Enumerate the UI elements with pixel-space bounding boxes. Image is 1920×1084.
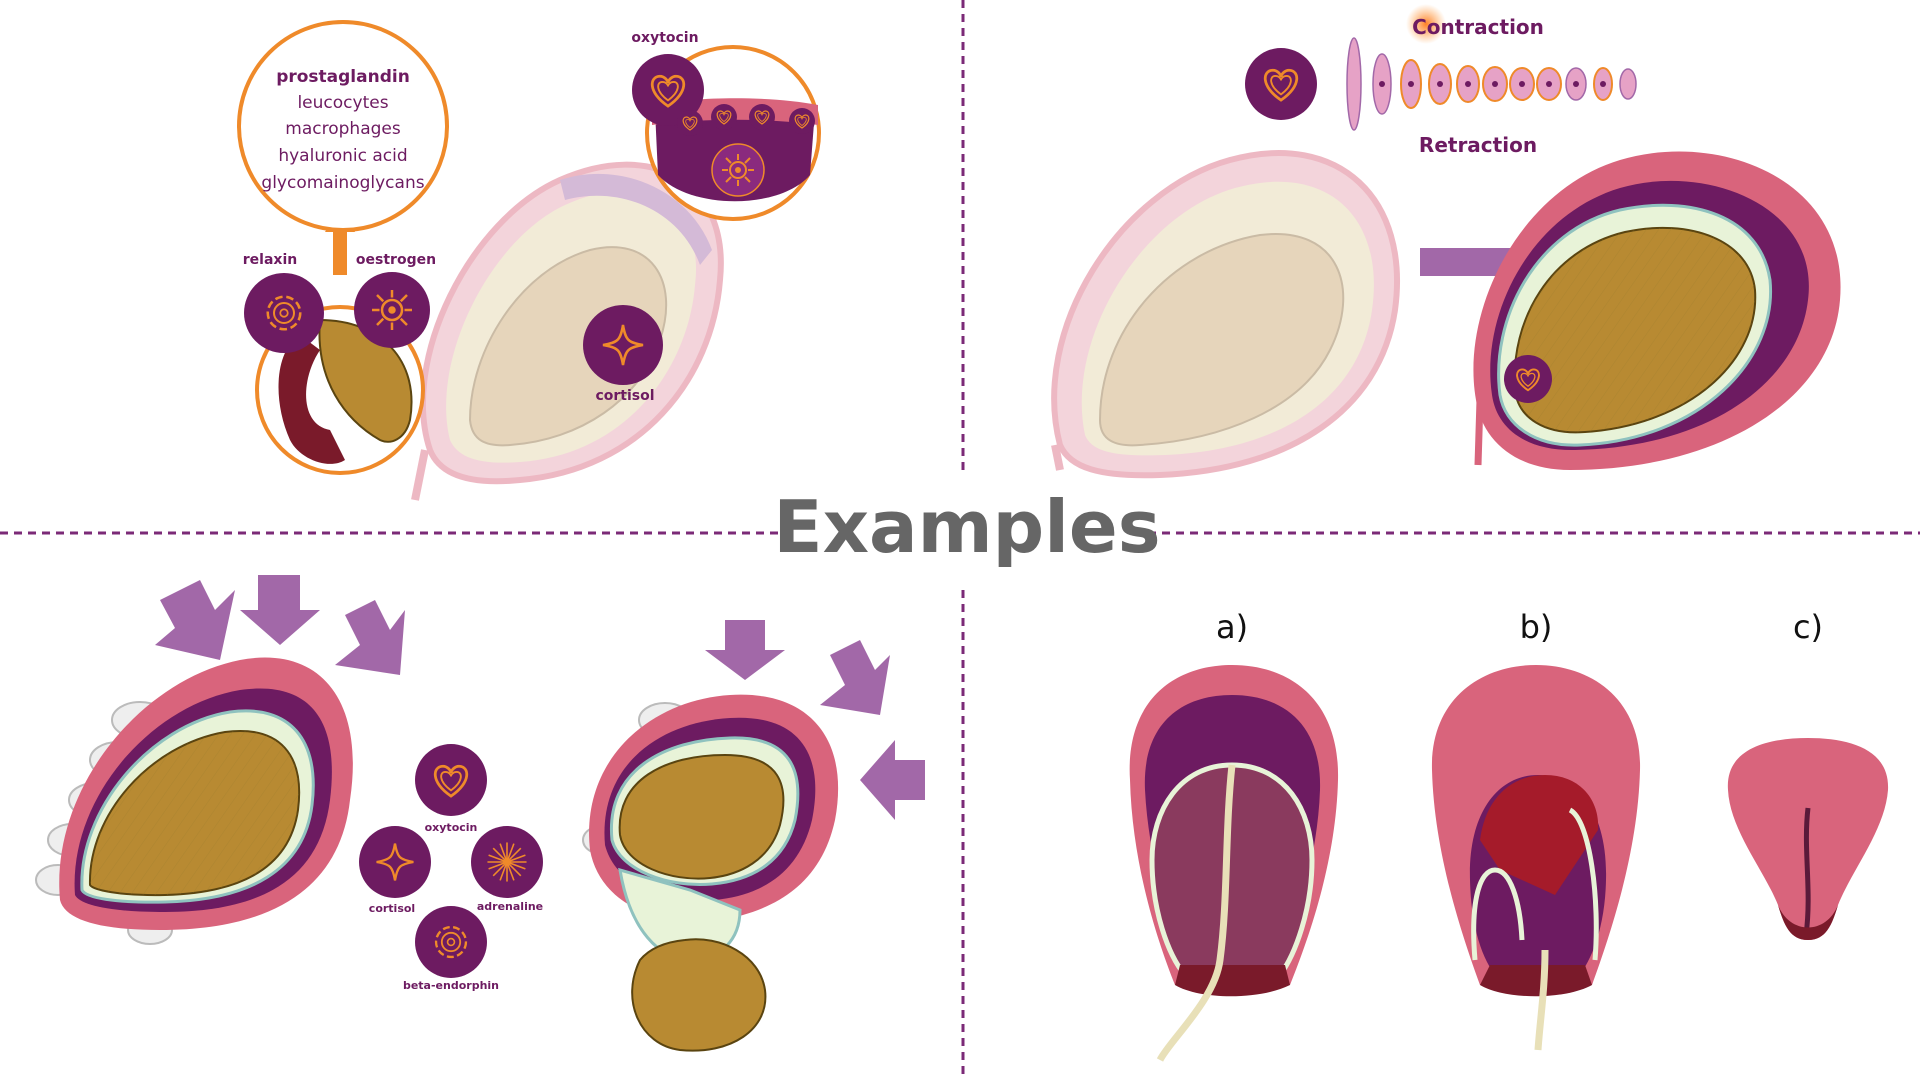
label-a: a)	[1216, 608, 1248, 646]
mediator-list-circle	[237, 20, 449, 232]
uterus-after-illustration	[1473, 151, 1841, 470]
burst-icon	[486, 841, 528, 883]
uterus-stage-a	[1129, 665, 1339, 1062]
oxytocin-small-badge	[749, 104, 775, 130]
arrow-down-icon	[335, 600, 405, 675]
arrow-down-icon	[240, 575, 320, 645]
list-item-leucocytes: leucocytes	[297, 93, 388, 113]
arrow-up-shaft	[333, 230, 347, 275]
uterus-pushing-left	[59, 657, 353, 930]
muscle-fibre-chain	[1346, 37, 1637, 131]
arrow-down-icon	[155, 580, 235, 660]
umbilical-cord-a	[1156, 764, 1236, 1062]
label-b: b)	[1520, 608, 1553, 646]
baby-head-emerging	[631, 938, 767, 1052]
cortisol-badge	[583, 305, 663, 385]
page-title: Examples	[773, 485, 1160, 569]
sun-icon	[370, 288, 414, 332]
pressure-arrows-right	[705, 620, 925, 820]
oxytocin-badge	[1504, 355, 1552, 403]
label-cortisol: cortisol	[595, 388, 654, 404]
uterus-stage-c	[1727, 738, 1889, 940]
label-oestrogen: oestrogen	[356, 252, 436, 268]
label-c: c)	[1793, 608, 1823, 646]
panel-bottom-right: a) b) c)	[1129, 608, 1889, 1062]
list-item-glycomainoglycans: glycomainoglycans	[261, 173, 424, 193]
oxytocin-small-badge	[789, 108, 815, 134]
label-contraction: Contraction	[1412, 15, 1544, 39]
contraction-glow	[1406, 4, 1446, 44]
pressure-arrows-left	[155, 575, 405, 675]
label-cortisol: cortisol	[369, 902, 415, 915]
oxytocin-badge	[1245, 48, 1317, 120]
uterus-stage-b	[1431, 665, 1641, 1051]
list-item-prostaglandin: prostaglandin	[276, 67, 410, 87]
uterus-faded-illustration	[411, 161, 724, 501]
cervix-detail	[278, 318, 413, 464]
cortisol-badge	[359, 826, 431, 898]
label-relaxin: relaxin	[243, 252, 297, 268]
arrow-down-icon	[820, 640, 890, 715]
panel-top-right: Contraction Retraction	[1051, 4, 1841, 479]
label-adrenaline: adrenaline	[477, 900, 543, 913]
uterus-pushing-right	[589, 694, 839, 1052]
oxytocin-small-badge	[677, 110, 703, 136]
list-item-hyaluronic-acid: hyaluronic acid	[278, 146, 407, 166]
label-oxytocin: oxytocin	[425, 821, 478, 834]
label-beta-endorphin: beta-endorphin	[403, 979, 499, 992]
panel-top-left: prostaglandin leucocytes macrophages hya…	[237, 20, 821, 501]
sun-icon	[721, 153, 755, 187]
cervical-canal-c	[1803, 807, 1811, 936]
uterus-before-illustration	[1051, 150, 1400, 479]
arrow-down-icon	[705, 620, 785, 680]
oxytocin-badge	[415, 744, 487, 816]
label-retraction: Retraction	[1419, 133, 1537, 157]
umbilical-cord-b	[1534, 949, 1549, 1051]
panel-bottom-left: oxytocin cortisol adrenaline beta-endorp…	[35, 575, 925, 1052]
oxytocin-badge	[632, 54, 704, 126]
arrow-left-icon	[860, 740, 925, 820]
list-item-macrophages: macrophages	[285, 119, 401, 139]
label-oxytocin: oxytocin	[631, 30, 698, 46]
beta-endorphin-badge	[415, 906, 487, 978]
oxytocin-small-badge	[711, 104, 737, 130]
relaxin-badge	[244, 273, 324, 353]
